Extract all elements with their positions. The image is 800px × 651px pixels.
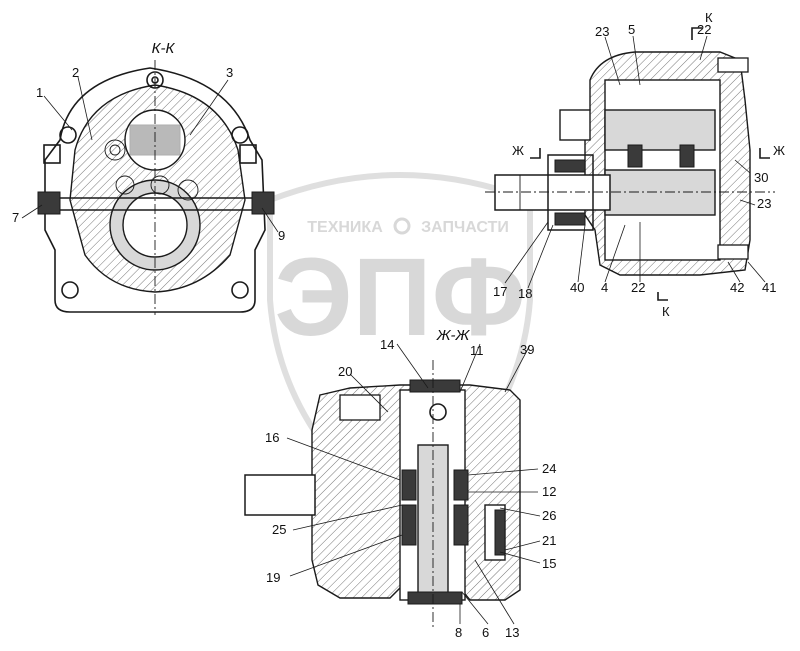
section-title-kk: К-К	[152, 40, 176, 57]
callout-23-right: 23	[757, 196, 771, 211]
callout-16: 16	[265, 430, 279, 445]
mark-zh-left: Ж	[512, 143, 524, 158]
callout-1: 1	[36, 85, 43, 100]
callout-18: 18	[518, 286, 532, 301]
callout-30: 30	[754, 170, 768, 185]
callout-11: 11	[470, 343, 484, 358]
callout-42: 42	[730, 280, 744, 295]
view-longitudinal	[485, 51, 775, 276]
callout-3: 3	[226, 65, 233, 80]
callout-8: 8	[455, 625, 462, 640]
mark-k-bottom: К	[662, 304, 670, 319]
callout-9: 9	[278, 228, 285, 243]
watermark-right: ЗАПЧАСТИ	[421, 219, 509, 236]
leader-lines	[21, 35, 766, 625]
callout-5: 5	[628, 22, 635, 37]
callout-23-top: 23	[595, 24, 609, 39]
callout-26: 26	[542, 508, 556, 523]
callout-12: 12	[542, 484, 556, 499]
section-markers: К-К Ж-Ж К К Ж Ж	[152, 10, 785, 344]
mark-zh-right: Ж	[773, 143, 785, 158]
callout-25: 25	[272, 522, 286, 537]
callout-7: 7	[12, 210, 19, 225]
view-zhzh	[244, 360, 521, 630]
callout-39: 39	[520, 342, 534, 357]
view-kk	[37, 60, 275, 315]
callout-22-bottom: 22	[631, 280, 645, 295]
callout-24: 24	[542, 461, 556, 476]
callout-13: 13	[505, 625, 519, 640]
mark-k-top: К	[705, 10, 713, 25]
callout-labels: 1 2 3 7 9 23 5 22 30 23 17 18 40 4 22 42…	[12, 22, 776, 640]
watermark-brand: ЭПФ	[274, 236, 525, 359]
callout-21: 21	[542, 533, 556, 548]
callout-40: 40	[570, 280, 584, 295]
callout-22-top: 22	[697, 22, 711, 37]
callout-19: 19	[266, 570, 280, 585]
watermark: ЭПФ ТЕХНИКА ЗАПЧАСТИ	[267, 172, 533, 524]
watermark-left: ТЕХНИКА	[307, 219, 383, 236]
callout-15: 15	[542, 556, 556, 571]
callout-14: 14	[380, 337, 394, 352]
callout-6: 6	[482, 625, 489, 640]
gear-watermark-icon	[393, 217, 411, 235]
callout-20: 20	[338, 364, 352, 379]
callout-41: 41	[762, 280, 776, 295]
section-title-zhzh: Ж-Ж	[436, 327, 471, 344]
callout-2: 2	[72, 65, 79, 80]
callout-17: 17	[493, 284, 507, 299]
callout-4: 4	[601, 280, 608, 295]
